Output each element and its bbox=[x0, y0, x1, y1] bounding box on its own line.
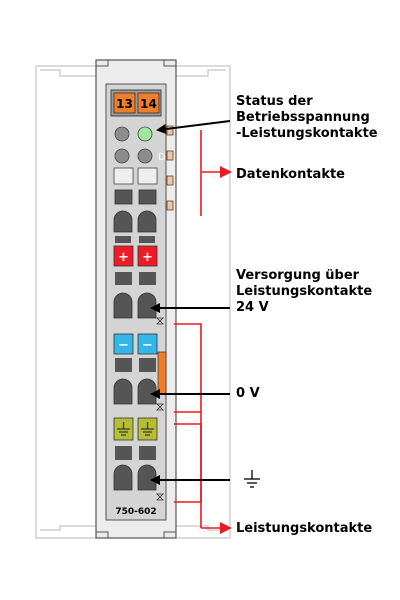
terminal-number-13: 13 bbox=[116, 97, 133, 111]
led-inactive-1 bbox=[114, 126, 130, 142]
power-contact-bar bbox=[157, 351, 167, 395]
status-label: Status der Betriebsspannung -Leistungsko… bbox=[236, 94, 378, 141]
datenkontakte-label: Datenkontakte bbox=[236, 167, 345, 182]
led-label-d: D bbox=[158, 152, 166, 163]
minus-symbol-2: − bbox=[142, 338, 153, 353]
terminal-number-plate: 13 14 bbox=[110, 89, 162, 117]
led-inactive-3 bbox=[137, 148, 153, 164]
led-status-green bbox=[137, 126, 153, 142]
module-body bbox=[95, 59, 177, 539]
terminal-number-14: 14 bbox=[140, 97, 157, 111]
versorgung-label: Versorgung über Leistungskontakte 24 V bbox=[236, 268, 373, 315]
led-panel: D bbox=[114, 126, 166, 164]
plus-symbol-2: + bbox=[142, 250, 153, 265]
upper-marker-section bbox=[113, 167, 158, 205]
black-annotations bbox=[150, 120, 231, 485]
red-annotations bbox=[174, 130, 232, 534]
din-rail-outline bbox=[35, 65, 231, 539]
positive-markers: + + bbox=[113, 245, 158, 285]
data-contacts bbox=[166, 125, 174, 211]
zero-volt-label: 0 V bbox=[236, 386, 260, 401]
model-number: 750-602 bbox=[115, 507, 156, 517]
leistungskontakte-label: Leistungskontakte bbox=[236, 521, 373, 536]
power-contact-bracket-lower bbox=[174, 423, 202, 503]
led-inactive-2 bbox=[114, 148, 130, 164]
negative-markers: − − bbox=[113, 333, 167, 395]
status-led-arrow bbox=[156, 120, 231, 134]
power-contact-bracket-upper bbox=[174, 323, 202, 413]
ground-markers bbox=[113, 417, 158, 460]
minus-symbol-1: − bbox=[118, 338, 129, 353]
plus-symbol-1: + bbox=[118, 250, 129, 265]
ground-symbol-label bbox=[244, 470, 260, 488]
clamp-pair-1 bbox=[113, 210, 157, 243]
